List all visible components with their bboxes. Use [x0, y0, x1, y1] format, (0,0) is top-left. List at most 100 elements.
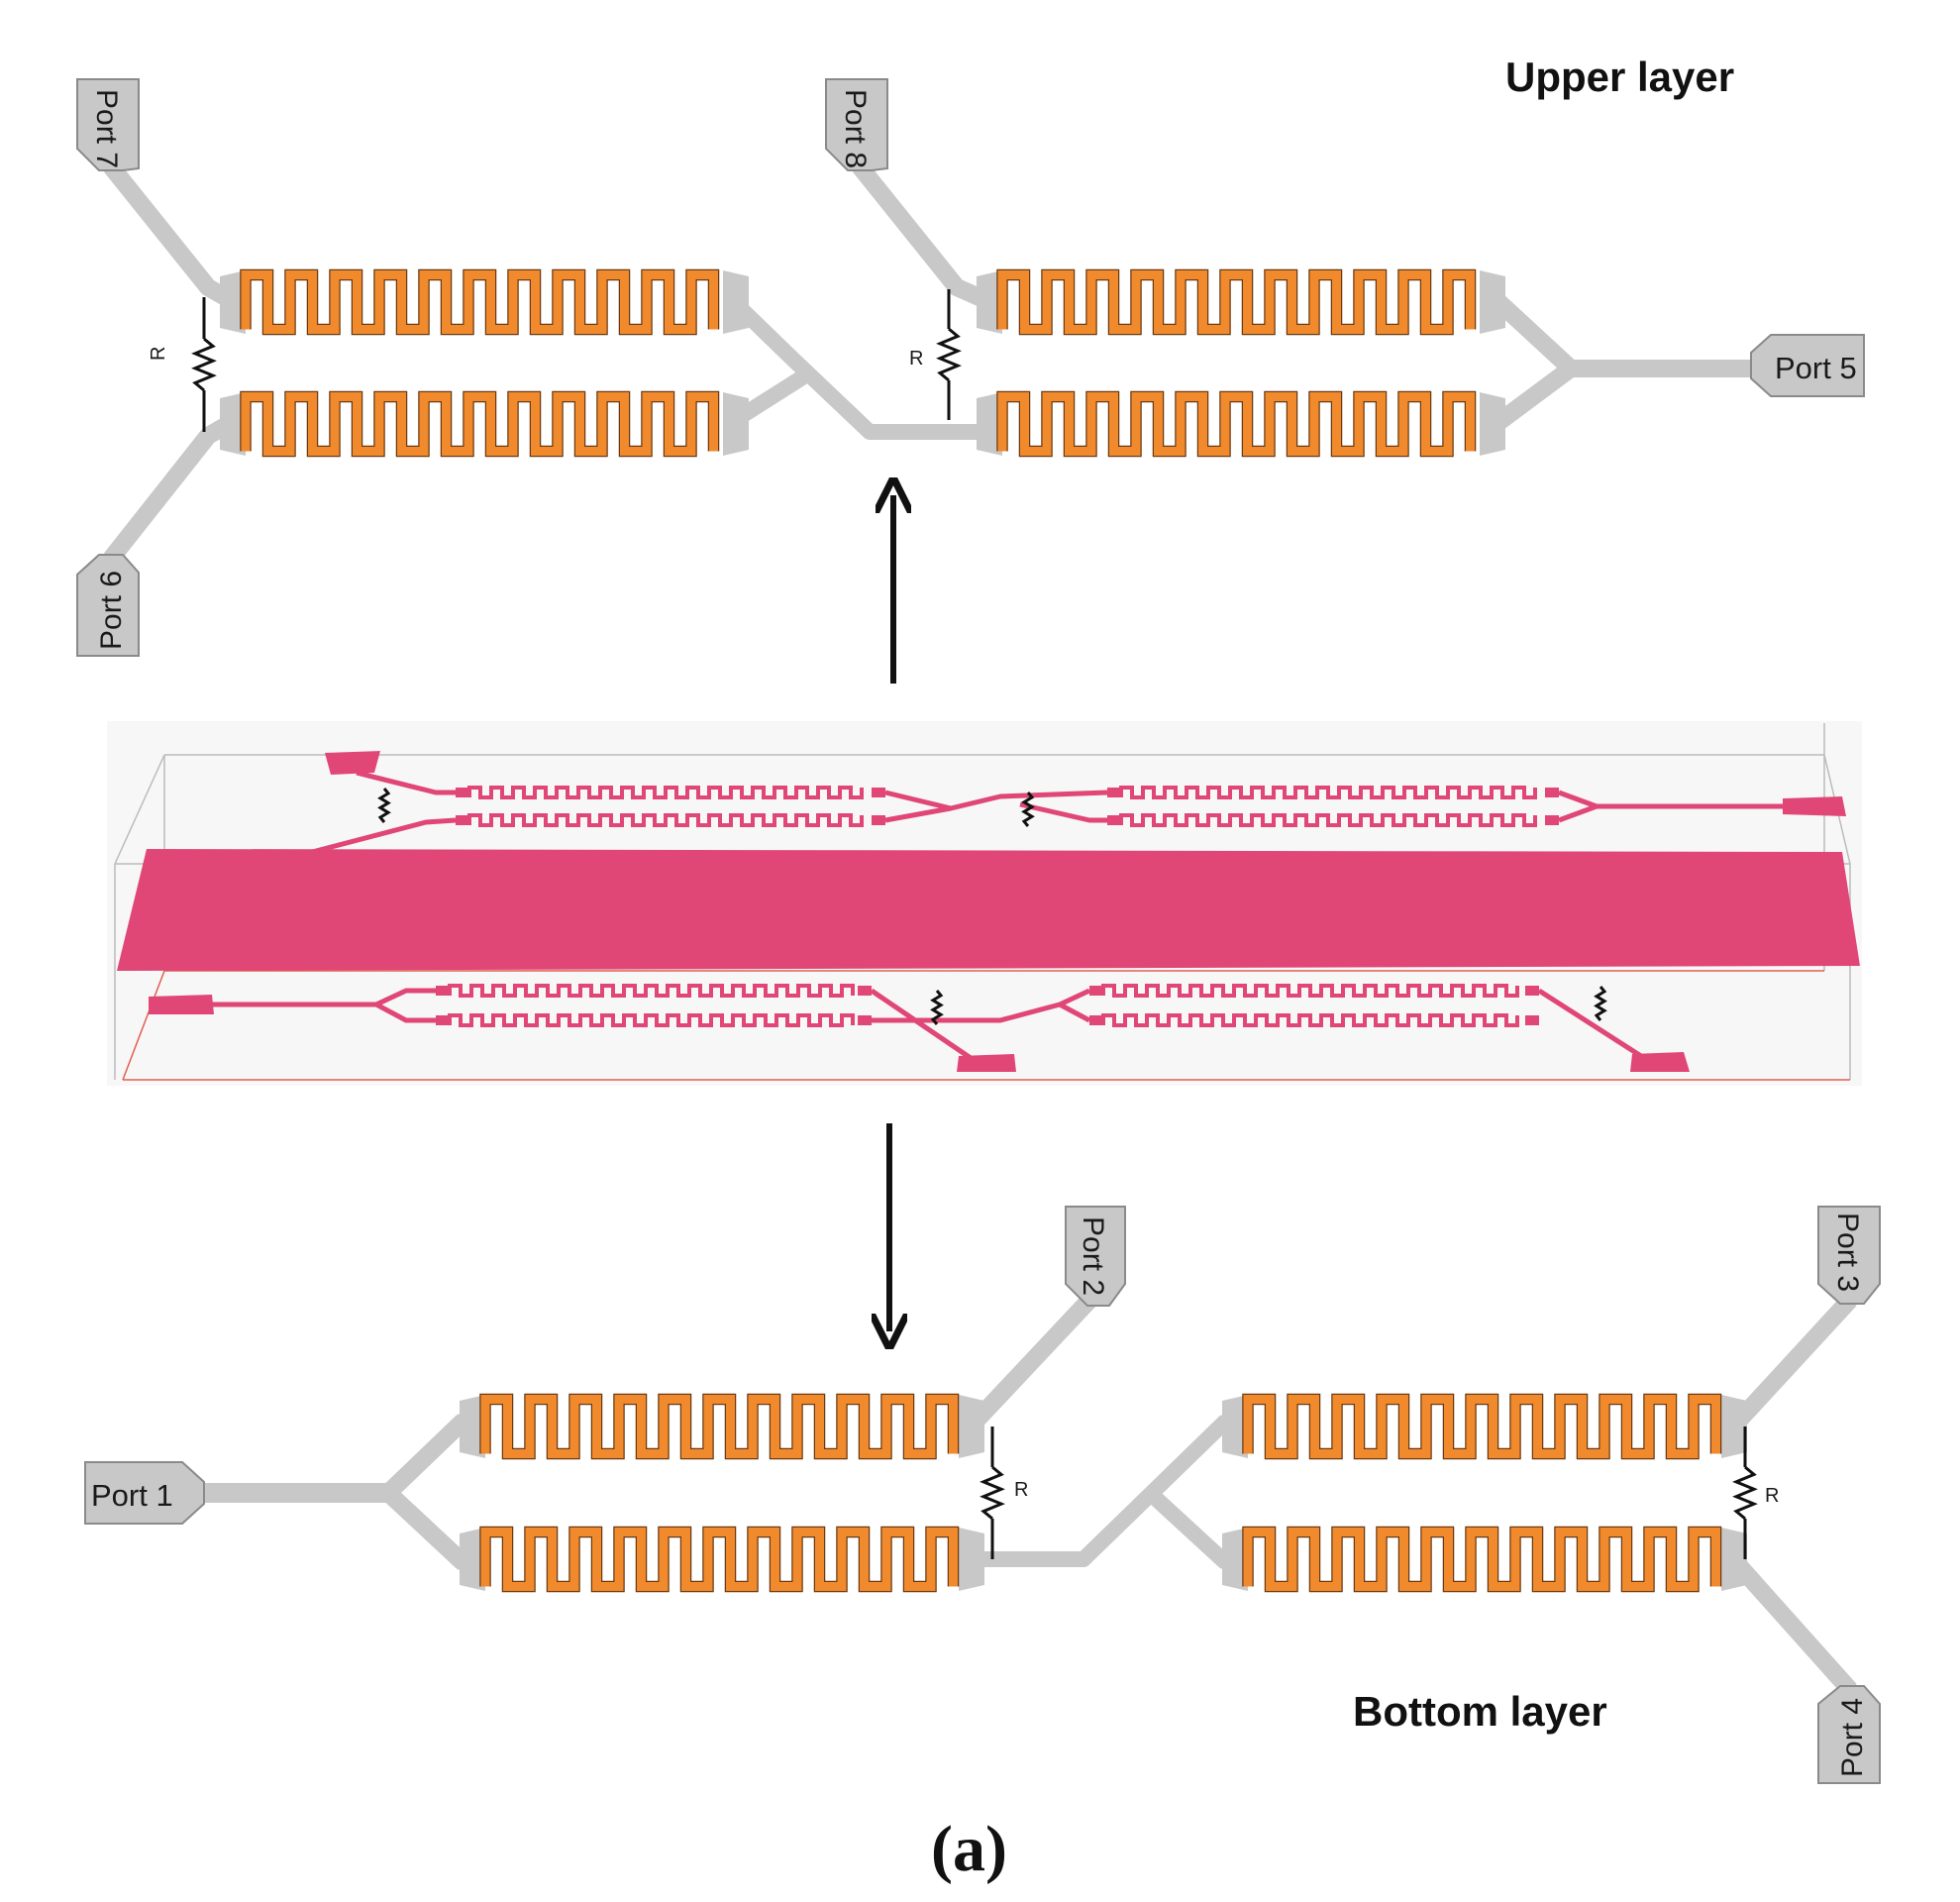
- port-pad-4: Port 4: [1817, 1685, 1881, 1784]
- bottom-resistor-left: [980, 1465, 1005, 1521]
- meander-end-pad: [460, 1528, 485, 1591]
- meander-end-pad: [220, 270, 246, 334]
- trace-port7: [103, 160, 239, 310]
- model-pad-port3: [1630, 1052, 1690, 1072]
- bottom-meander-right-bottom: [1243, 1528, 1720, 1591]
- trace-port4: [1726, 1553, 1857, 1696]
- upper-meander-right-top: [997, 270, 1475, 334]
- model-pad-port5: [1783, 796, 1846, 816]
- upper-meander-left-top: [241, 270, 718, 334]
- bottom-resistor-right: [1732, 1465, 1758, 1521]
- model-trace: [870, 988, 973, 1061]
- model-meander-end: [872, 815, 885, 825]
- trace-port8: [852, 160, 994, 311]
- meander-end-pad: [977, 392, 1002, 456]
- port-6-label: Port 6: [95, 571, 128, 650]
- model-meander-end: [1089, 986, 1103, 996]
- trace-port3: [1726, 1293, 1857, 1433]
- upper-meander-lines: [220, 268, 1505, 458]
- upper-feed-traces: [103, 160, 1753, 565]
- model-trace: [1019, 801, 1107, 823]
- port-7-label: Port 7: [90, 89, 123, 168]
- bottom-meander-right-top: [1243, 1395, 1720, 1458]
- model-meander-end: [872, 788, 885, 797]
- upper-meander-right-bottom: [997, 392, 1475, 456]
- model-trace: [884, 790, 1108, 811]
- model-meander-end: [1107, 815, 1121, 825]
- upper-resistor-left: [191, 337, 217, 392]
- meander-end-pad: [1222, 1528, 1248, 1591]
- port-pad-7: Port 7: [76, 78, 140, 171]
- bottom-resistors: [980, 1426, 1758, 1559]
- trace-port2: [964, 1287, 1102, 1433]
- figure-caption: (a): [931, 1813, 1007, 1885]
- port-pad-6: Port 6: [76, 554, 140, 657]
- model-trace: [1537, 988, 1646, 1061]
- model-trace: [884, 805, 952, 823]
- model-trace: [374, 1002, 436, 1023]
- model-trace: [212, 988, 436, 1007]
- model-pad-port2: [957, 1054, 1016, 1072]
- meander-end-pad: [460, 1395, 485, 1458]
- trace-right-lower-merge: [1488, 361, 1577, 434]
- meander-end-pad: [220, 392, 246, 456]
- model-meander-end: [436, 1015, 450, 1025]
- model-lower-meander-4: [1101, 1013, 1519, 1027]
- model-upper-meander-4: [1119, 813, 1537, 827]
- model-lower-meander-3: [1101, 984, 1519, 998]
- model-resistor: [930, 990, 944, 1025]
- port-pad-2: Port 2: [1065, 1206, 1126, 1307]
- bottom-layer-diagram: Port 1 Port 2 Port 3 Port 4 R R Bottom l…: [84, 1206, 1881, 1784]
- port-pad-1: Port 1: [84, 1461, 205, 1525]
- model-pad-port7: [325, 751, 380, 775]
- bottom-meander-left-top: [480, 1395, 958, 1458]
- bottom-layer-title: Bottom layer: [1353, 1688, 1607, 1735]
- port-2-label: Port 2: [1077, 1216, 1109, 1296]
- model-meander-end: [1525, 1015, 1539, 1025]
- port-pad-3: Port 3: [1817, 1206, 1881, 1305]
- port-1-label: Port 1: [91, 1478, 173, 1513]
- port-pad-8: Port 8: [825, 78, 888, 171]
- port-pad-5: Port 5: [1750, 334, 1865, 397]
- upper-resistor-label-left: R: [148, 347, 169, 361]
- trace-to-right-stage: [971, 1488, 1157, 1567]
- model-meander-end: [1545, 815, 1559, 825]
- upper-layer-title: Upper layer: [1505, 53, 1734, 100]
- model-lower-circuit: [149, 984, 1690, 1072]
- upper-resistor-label-right: R: [909, 348, 923, 370]
- model-resistor: [377, 788, 391, 823]
- trace-left-to-center: [723, 291, 990, 440]
- model-trace: [872, 988, 1091, 1023]
- model-upper-meander-3: [1119, 786, 1537, 799]
- meander-end-pad: [1721, 1395, 1747, 1458]
- meander-end-pad: [1222, 1395, 1248, 1458]
- model-meander-end: [1107, 788, 1121, 797]
- model-meander-end: [858, 986, 872, 996]
- model-lower-meander-1: [448, 984, 855, 998]
- model-resistor: [1594, 986, 1607, 1021]
- model-upper-meander-2: [467, 813, 864, 827]
- model-trace: [1558, 803, 1598, 823]
- model-meander-end: [456, 815, 469, 825]
- bottom-resistor-label-left: R: [1014, 1479, 1028, 1501]
- meander-end-pad: [959, 1395, 984, 1458]
- trace-port6: [103, 413, 239, 565]
- bottom-meander-lines: [460, 1393, 1747, 1593]
- meander-end-pad: [723, 270, 749, 334]
- port-3-label: Port 3: [1831, 1213, 1864, 1292]
- meander-end-pad: [723, 392, 749, 456]
- port-4-label: Port 4: [1836, 1698, 1869, 1777]
- model-meander-end: [456, 788, 469, 797]
- meander-end-pad: [1480, 270, 1505, 334]
- model-upper-meander-1: [467, 786, 864, 799]
- model-meander-end: [858, 1015, 872, 1025]
- upper-resistors: [191, 289, 962, 432]
- meander-end-pad: [977, 270, 1002, 334]
- bottom-meander-left-bottom: [480, 1528, 958, 1591]
- port-8-label: Port 8: [839, 89, 872, 168]
- model-meander-end: [1525, 986, 1539, 996]
- model-meander-end: [436, 986, 450, 996]
- port-5-label: Port 5: [1775, 351, 1857, 385]
- bottom-resistor-label-right: R: [1765, 1485, 1779, 1507]
- meander-end-pad: [1480, 392, 1505, 456]
